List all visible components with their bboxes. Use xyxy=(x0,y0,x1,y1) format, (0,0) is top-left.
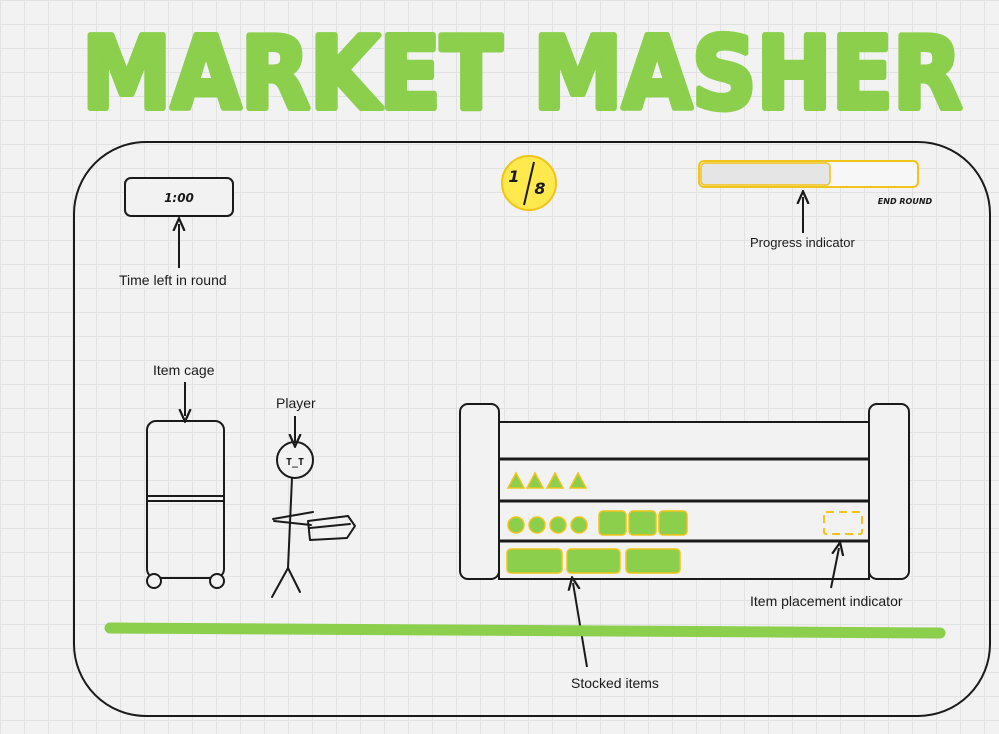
progress-label: Progress indicator xyxy=(750,235,855,250)
timer-box xyxy=(124,177,234,217)
game-title: MARKET MASHER xyxy=(82,15,962,132)
stocked-item-triangle xyxy=(568,471,588,489)
round-slash xyxy=(523,161,535,206)
floor-line xyxy=(104,622,946,639)
timer-text: 1:00 xyxy=(164,191,194,205)
stocked-item-box xyxy=(566,548,621,574)
end-round-button[interactable]: END ROUND xyxy=(878,197,933,206)
stocked-item-square xyxy=(658,510,688,536)
stocked-item-circle xyxy=(549,516,567,534)
stocked-item-box xyxy=(625,548,681,574)
stocked-item-square xyxy=(628,510,657,536)
player-arms xyxy=(272,511,314,526)
time-left-label: Time left in round xyxy=(119,272,227,288)
shelf-post-left xyxy=(459,403,500,580)
shelf-row-triangles xyxy=(506,471,588,489)
stocked-item-triangle xyxy=(545,471,565,489)
shelf-row-middle xyxy=(507,510,688,536)
shelf-post-right xyxy=(868,403,910,580)
timer: 1:00 xyxy=(124,177,234,217)
stocked-item-circle xyxy=(507,516,525,534)
stocked-item-circle xyxy=(528,516,546,534)
item-placement-label: Item placement indicator xyxy=(750,593,903,609)
progress-bar xyxy=(698,160,919,188)
item-placement-indicator[interactable] xyxy=(823,511,863,535)
stocked-item-circle xyxy=(570,516,588,534)
stocked-item-triangle xyxy=(506,471,526,489)
stocked-item-triangle xyxy=(525,471,545,489)
player-leg-right xyxy=(287,567,301,593)
placement-arrow xyxy=(830,548,839,589)
stocked-arrow xyxy=(573,583,588,668)
player-leg-left xyxy=(271,567,289,598)
player-face: T_T xyxy=(286,457,304,468)
stocked-items-label: Stocked items xyxy=(571,675,659,691)
stocked-item-box xyxy=(506,548,563,574)
item-cage xyxy=(146,420,225,589)
round-total: 8 xyxy=(534,179,545,198)
cage-wheel-left xyxy=(146,573,162,589)
shelf-row-bottom xyxy=(506,548,681,574)
stocked-item-square xyxy=(598,510,627,536)
cage-wheel-right xyxy=(209,573,225,589)
player: T_T xyxy=(271,441,356,598)
player-label: Player xyxy=(276,395,316,411)
round-badge: 1 8 xyxy=(501,155,557,211)
player-box xyxy=(307,515,356,541)
game-frame xyxy=(73,141,991,717)
progress-fill xyxy=(700,162,831,186)
item-cage-label: Item cage xyxy=(153,362,215,378)
round-current: 1 xyxy=(508,167,519,186)
